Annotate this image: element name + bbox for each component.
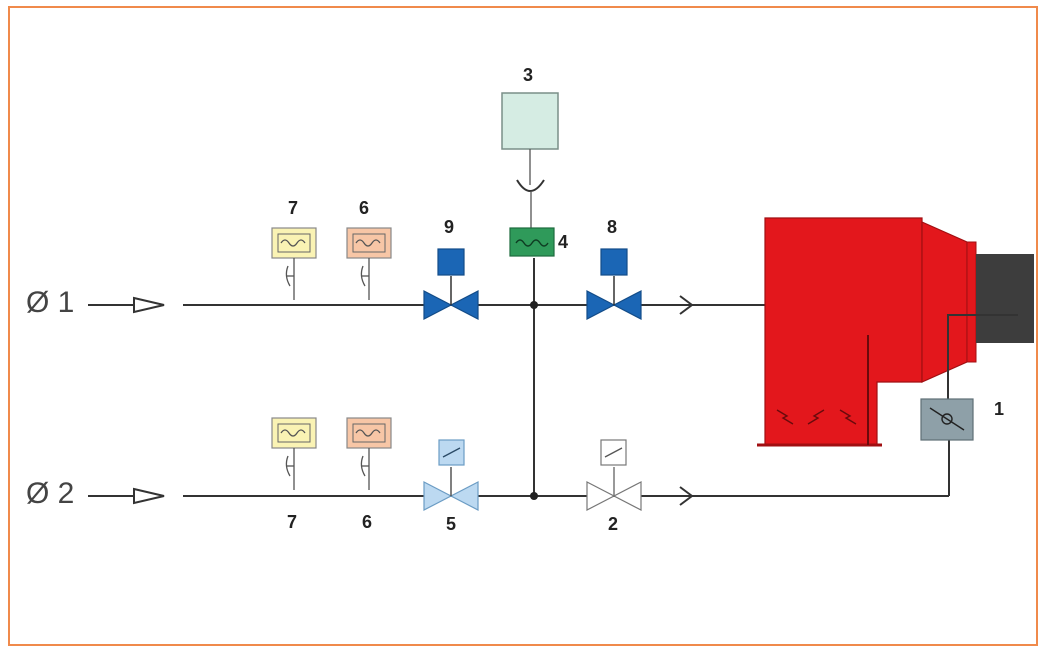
solenoid-valve-8 [586,248,642,320]
pressure-switch-7-bottom [271,417,317,491]
label-4: 4 [558,232,568,252]
solenoid-valve-9 [423,248,479,320]
burner-blast-tube [976,254,1034,343]
inlet-2-label: Ø 2 [26,477,74,510]
solenoid-valve-5 [423,439,479,511]
pressure-sensor [509,227,555,257]
inlet-2-arrow [88,487,165,505]
label-2: 2 [608,514,618,534]
label-6-bottom: 6 [362,512,372,532]
label-3: 3 [523,65,533,85]
pressure-switch-7-top [271,227,317,301]
label-7-bottom: 7 [287,512,297,532]
control-box [501,92,559,150]
junction-dot [530,492,538,500]
label-7-top: 7 [288,198,298,218]
label-1: 1 [994,399,1004,419]
pressure-switch-6-top [346,227,392,301]
label-9: 9 [444,217,454,237]
flow-chevron-icon [679,486,694,506]
flow-chevron-icon [679,295,694,315]
solenoid-valve-2 [586,439,642,511]
inlet-1-arrow [88,296,165,314]
label-6-top: 6 [359,198,369,218]
inlet-1-label: Ø 1 [26,286,74,319]
burner-body [757,217,1034,447]
label-5: 5 [446,514,456,534]
label-8: 8 [607,217,617,237]
junction-dot [530,301,538,309]
plug-icon [516,179,545,192]
gas-butterfly-valve [920,398,974,441]
pressure-switch-6-bottom [346,417,392,491]
